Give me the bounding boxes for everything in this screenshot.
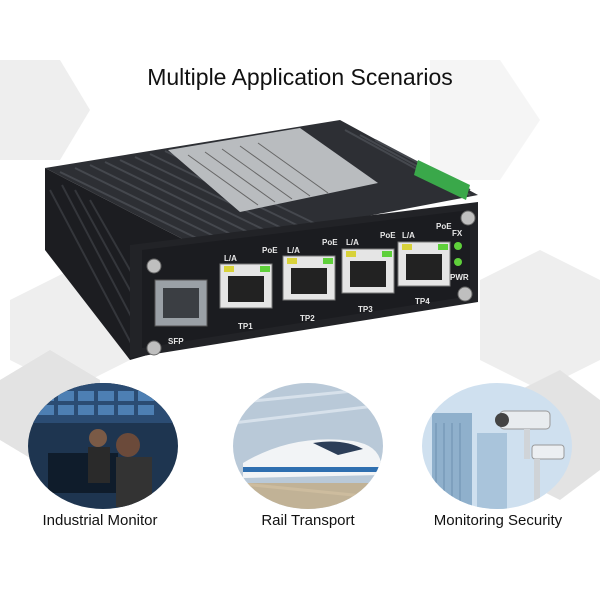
page-title: Multiple Application Scenarios xyxy=(147,64,453,90)
led-label-la-3: L/A xyxy=(346,238,359,247)
rj45-ports xyxy=(219,241,451,309)
pwr-label: PWR xyxy=(450,273,469,282)
scenario-caption-rail-transport: Rail Transport xyxy=(261,512,355,529)
screw-top-left xyxy=(146,258,162,274)
scenario-rail-transport-image xyxy=(233,383,383,509)
led-label-la-2: L/A xyxy=(287,246,300,255)
port-label-tp2: TP2 xyxy=(300,314,315,323)
sfp-label: SFP xyxy=(168,337,184,346)
screw-bottom-left xyxy=(146,340,162,356)
led-label-poe-2: PoE xyxy=(322,238,338,247)
power-terminal-block xyxy=(414,160,470,200)
screw-top-right xyxy=(460,210,476,226)
port-label-tp4: TP4 xyxy=(415,297,430,306)
port-label-tp3: TP3 xyxy=(358,305,373,314)
fx-label: FX xyxy=(452,229,463,238)
pwr-led xyxy=(454,258,462,266)
scenario-industrial-monitor-image xyxy=(28,383,178,509)
fx-led xyxy=(454,242,462,250)
port-label-tp1: TP1 xyxy=(238,322,253,331)
scenario-caption-industrial-monitor: Industrial Monitor xyxy=(42,512,158,529)
led-label-poe-3: PoE xyxy=(380,231,396,240)
led-label-la-1: L/A xyxy=(224,254,237,263)
led-label-poe-4: PoE xyxy=(436,222,452,231)
scenario-monitoring-security-image xyxy=(422,383,572,509)
screw-bottom-right xyxy=(457,286,473,302)
scenario-caption-monitoring-security: Monitoring Security xyxy=(433,512,563,529)
led-label-la-4: L/A xyxy=(402,231,415,240)
led-label-poe-1: PoE xyxy=(262,246,278,255)
